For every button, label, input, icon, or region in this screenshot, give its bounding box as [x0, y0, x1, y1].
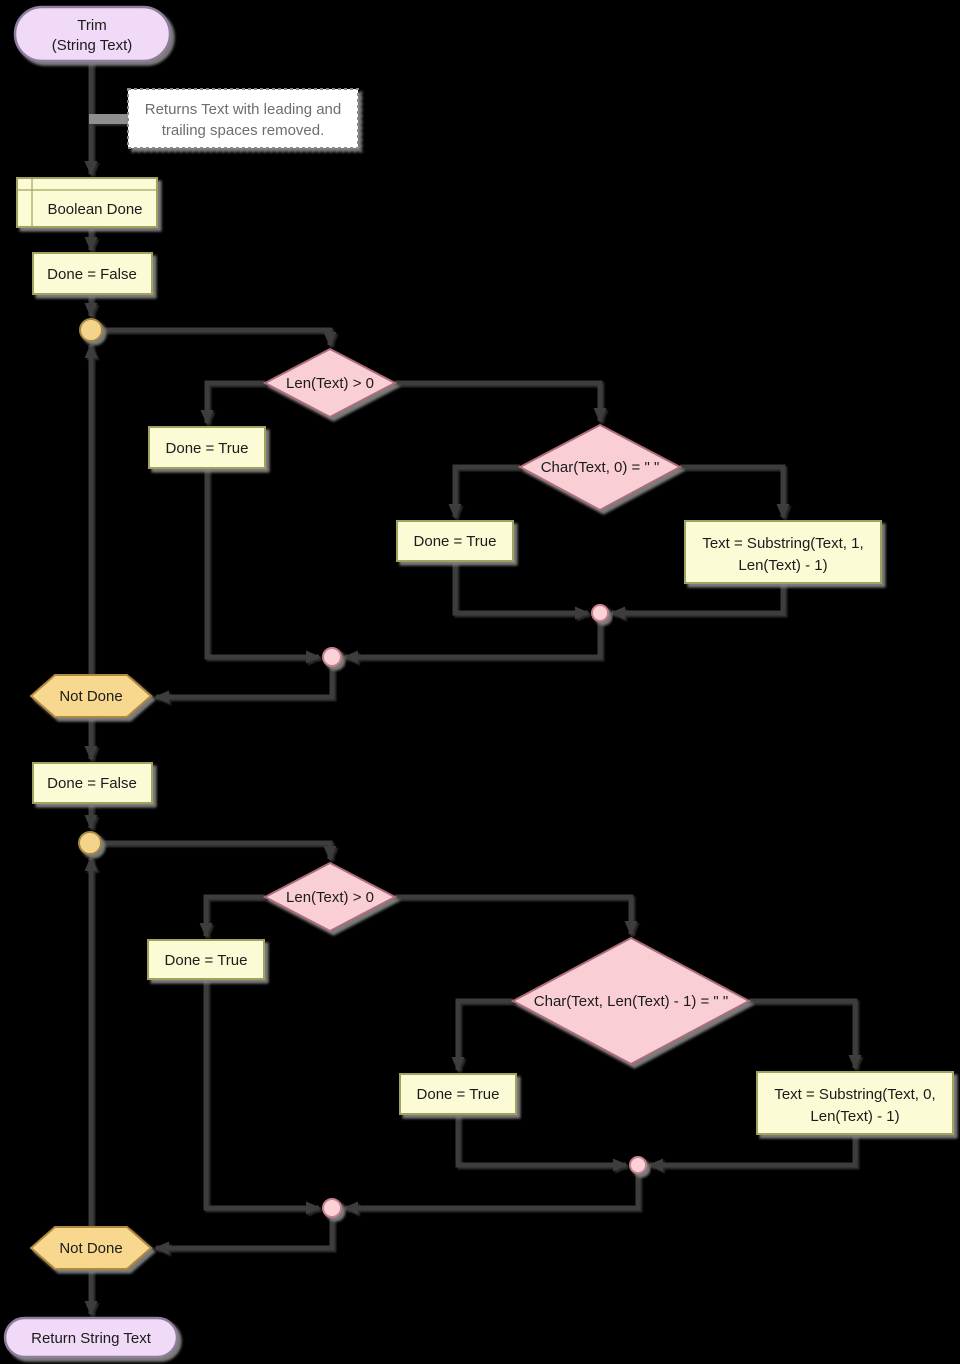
declare-inner-lines — [17, 178, 157, 227]
process-shape[interactable] — [147, 939, 265, 980]
node-label: Return String Text — [31, 1330, 152, 1347]
flow-line — [203, 979, 322, 1215]
flow-line — [153, 1217, 335, 1255]
node-end-terminator[interactable]: Return String Text — [3, 1316, 179, 1359]
node-declare-boolean-done[interactable]: Boolean Done — [16, 177, 158, 228]
decision-len-text-2[interactable]: Len(Text) > 0 — [262, 861, 398, 933]
flow-line — [395, 380, 607, 424]
connector-edges — [84, 61, 862, 1317]
flow-line — [395, 894, 638, 937]
node-label: Len(Text) > 0 — [286, 889, 374, 906]
node-label: Char(Text, Len(Text) - 1) = " " — [534, 993, 728, 1010]
node-label: Text = Substring(Text, 1, — [702, 535, 863, 552]
process-shape[interactable] — [399, 1073, 517, 1115]
node-label: Boolean Done — [47, 201, 142, 218]
process-shape[interactable] — [32, 252, 153, 295]
flow-line — [101, 840, 337, 862]
process-shape[interactable] — [684, 520, 882, 584]
flow-line — [200, 380, 265, 426]
flow-line — [102, 327, 337, 348]
node-assign-done-true-2[interactable]: Done = True — [396, 520, 514, 562]
node-start-terminator[interactable]: Trim (String Text) — [13, 5, 172, 63]
node-assign-done-true-3[interactable]: Done = True — [147, 939, 265, 980]
process-shape[interactable] — [756, 1071, 954, 1135]
flow-line — [452, 561, 591, 620]
loop-hexagon-shape[interactable] — [29, 674, 153, 718]
node-label: Done = True — [165, 952, 248, 969]
merge-connector-shape[interactable] — [322, 647, 342, 667]
process-shape[interactable] — [396, 520, 514, 562]
merge-connector-shape[interactable] — [629, 1156, 647, 1174]
decision-len-text-1[interactable]: Len(Text) > 0 — [262, 347, 398, 419]
decision-shape[interactable] — [510, 936, 752, 1066]
decision-char-first[interactable]: Char(Text, 0) = " " — [517, 423, 683, 512]
declare-shape[interactable] — [16, 177, 158, 228]
terminator-shape[interactable] — [13, 5, 172, 63]
merge-connector-shape[interactable] — [322, 1198, 342, 1218]
loop-connector-shape[interactable] — [78, 831, 102, 855]
flow-line — [204, 468, 322, 664]
node-label: Not Done — [59, 688, 122, 705]
flow-line — [647, 1134, 858, 1172]
node-substring-trailing[interactable]: Text = Substring(Text, 0, Len(Text) - 1) — [756, 1071, 954, 1135]
decision-shape[interactable] — [262, 861, 398, 933]
merge-connector-1[interactable] — [322, 647, 342, 667]
node-label: Char(Text, 0) = " " — [541, 459, 660, 476]
node-label: Done = False — [47, 775, 137, 792]
node-label: (String Text) — [52, 37, 133, 54]
node-assign-done-true-1[interactable]: Done = True — [148, 426, 266, 469]
node-label: Trim — [77, 17, 106, 34]
flow-line — [680, 464, 790, 520]
loop-start-connector-2[interactable] — [78, 831, 102, 855]
node-label: Len(Text) - 1) — [738, 557, 827, 574]
loop-start-connector-1[interactable] — [79, 318, 103, 342]
node-label: Len(Text) > 0 — [286, 375, 374, 392]
node-label: Text = Substring(Text, 0, — [774, 1086, 935, 1103]
node-label: Done = False — [47, 266, 137, 283]
comment-text: Returns Text with leading and — [145, 101, 342, 118]
flow-line — [448, 464, 520, 520]
flow-line — [342, 621, 603, 664]
node-label: Len(Text) - 1) — [810, 1108, 899, 1125]
process-shape[interactable] — [148, 426, 266, 469]
node-label: Done = True — [417, 1086, 500, 1103]
merge-connector-inner-2[interactable] — [629, 1156, 647, 1174]
loop-connector-shape[interactable] — [79, 318, 103, 342]
comment-shape[interactable] — [127, 88, 359, 149]
flow-line — [609, 583, 786, 620]
decision-shape[interactable] — [262, 347, 398, 419]
node-substring-leading[interactable]: Text = Substring(Text, 1, Len(Text) - 1) — [684, 520, 882, 584]
node-assign-done-false-2[interactable]: Done = False — [32, 762, 153, 804]
loop-condition-not-done-2[interactable]: Not Done — [29, 1226, 153, 1270]
node-label: Not Done — [59, 1240, 122, 1257]
loop-condition-not-done-1[interactable]: Not Done — [29, 674, 153, 718]
flow-line — [451, 998, 513, 1073]
merge-connector-2[interactable] — [322, 1198, 342, 1218]
comment-note[interactable]: Returns Text with leading and trailing s… — [127, 88, 359, 149]
process-shape[interactable] — [32, 762, 153, 804]
node-label: Done = True — [166, 440, 249, 457]
flow-line — [153, 666, 335, 704]
flow-line — [749, 998, 862, 1071]
node-label: Done = True — [414, 533, 497, 550]
decision-char-last[interactable]: Char(Text, Len(Text) - 1) = " " — [510, 936, 752, 1066]
node-assign-done-false-1[interactable]: Done = False — [32, 252, 153, 295]
flow-line — [199, 894, 265, 939]
merge-connector-shape[interactable] — [591, 604, 609, 622]
terminator-shape[interactable] — [3, 1316, 179, 1359]
flow-line — [342, 1173, 641, 1215]
flow-line — [455, 1114, 629, 1172]
comment-text: trailing spaces removed. — [162, 122, 325, 139]
node-assign-done-true-4[interactable]: Done = True — [399, 1073, 517, 1115]
decision-shape[interactable] — [517, 423, 683, 512]
merge-connector-inner-1[interactable] — [591, 604, 609, 622]
loop-hexagon-shape[interactable] — [29, 1226, 153, 1270]
